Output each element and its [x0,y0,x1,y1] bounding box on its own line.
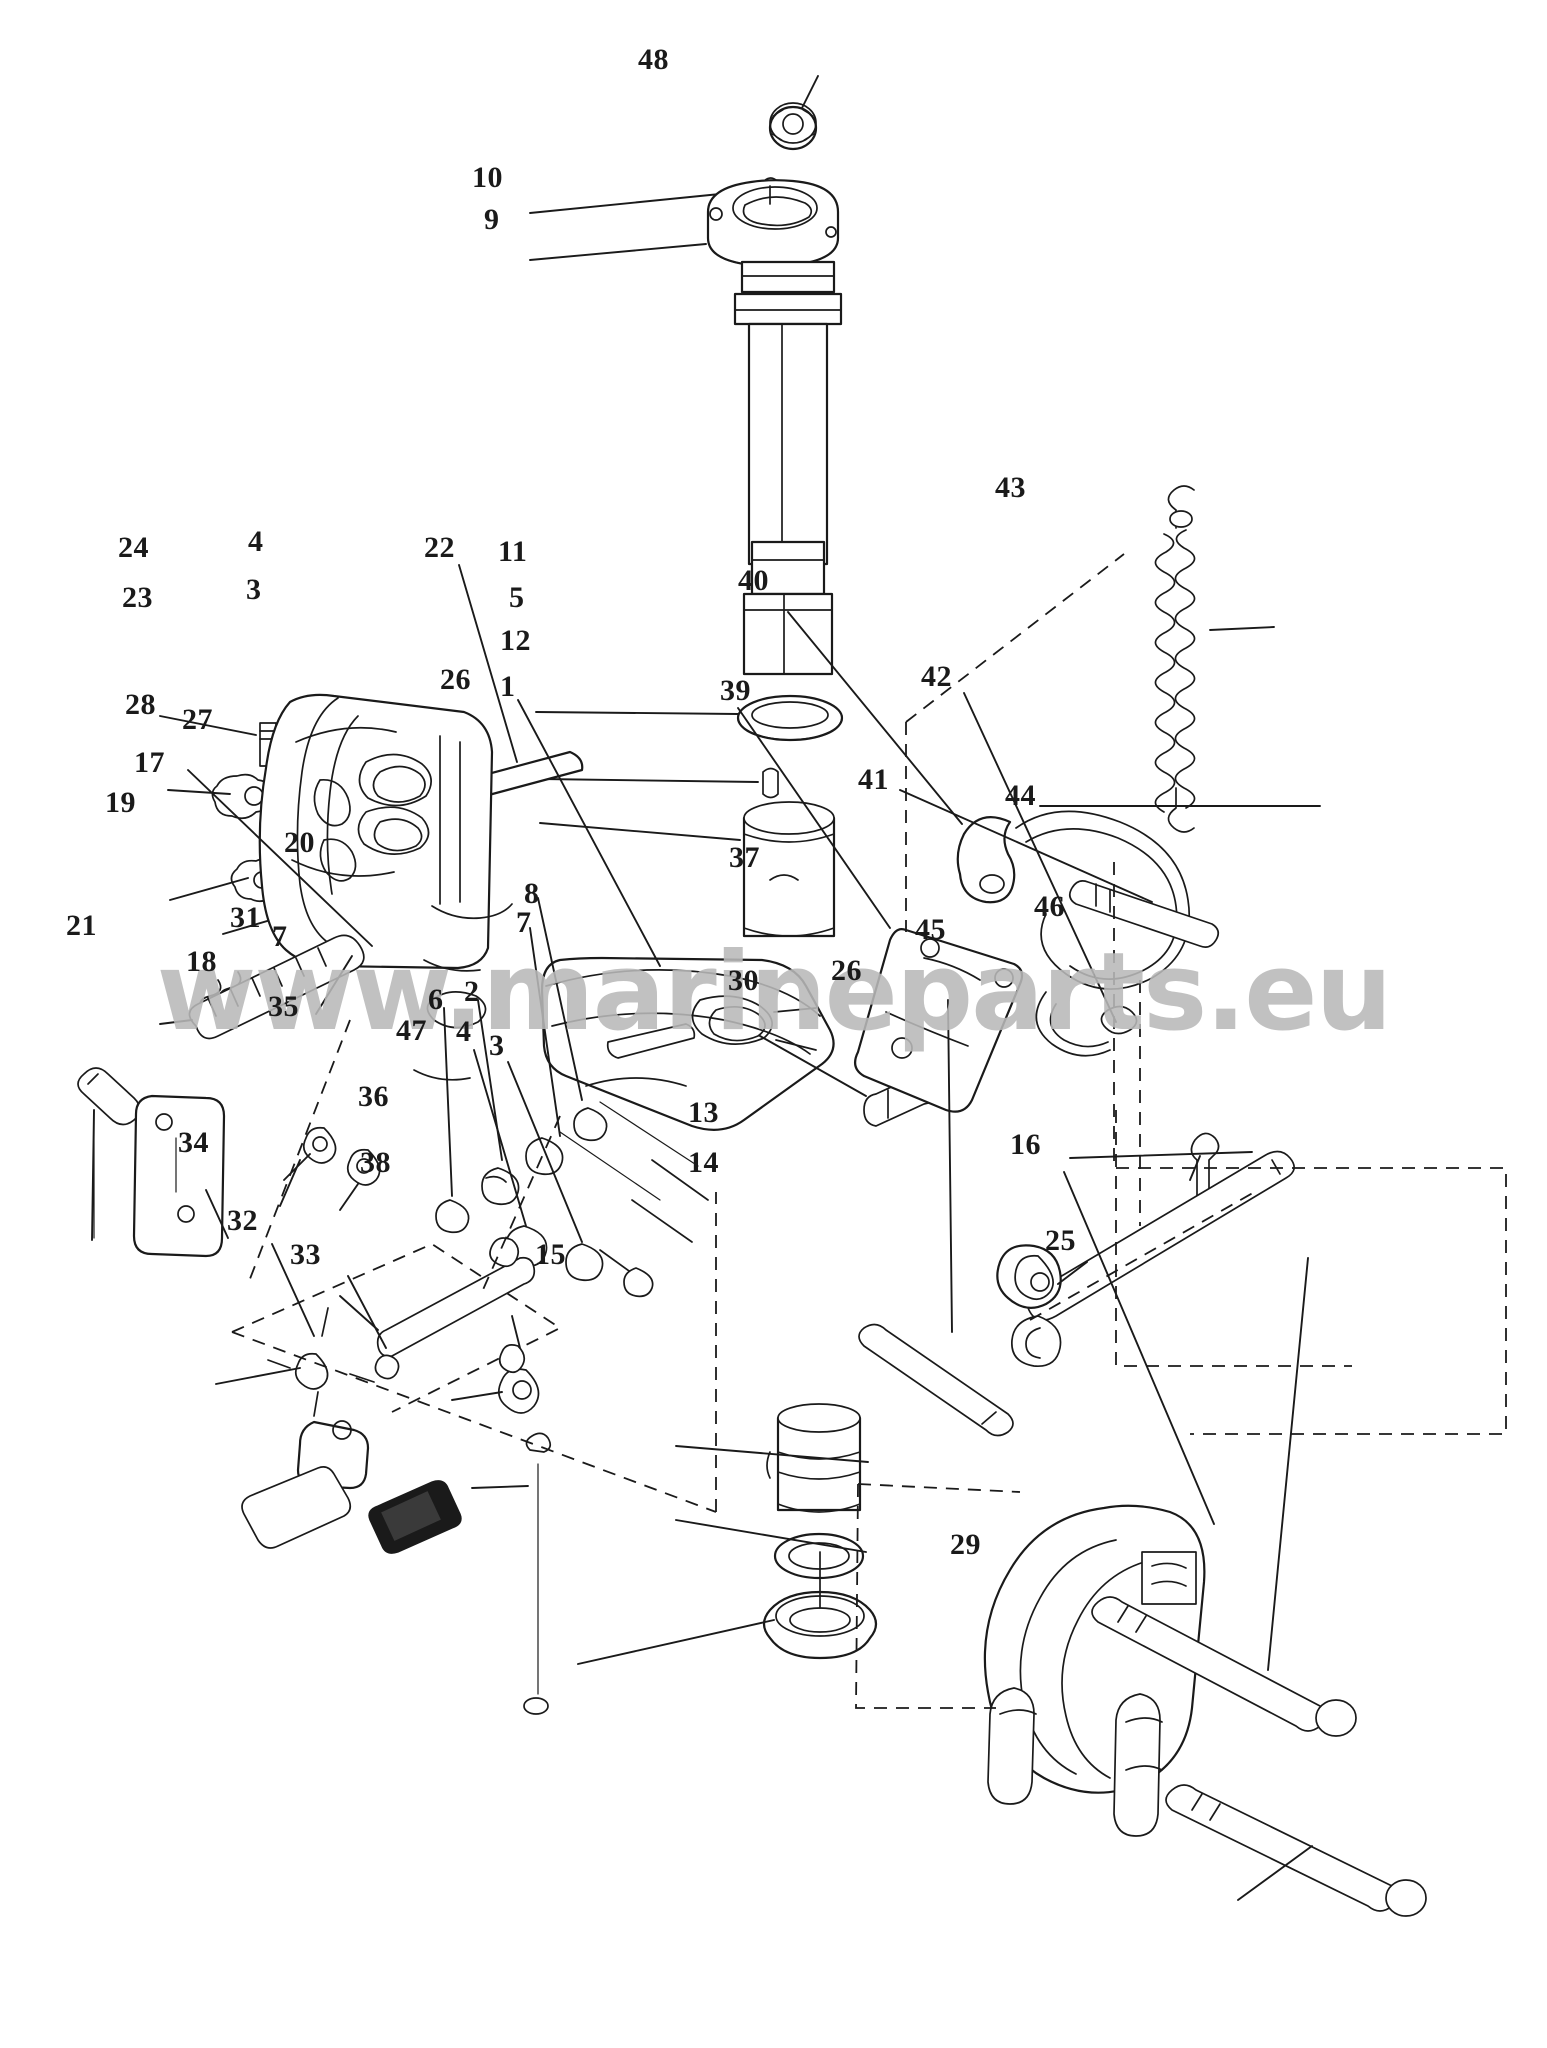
callout-45: 45 [915,913,946,946]
callout-38: 38 [360,1146,391,1179]
part-43-coil-spring [1154,485,1275,833]
callout-40: 40 [738,564,769,597]
callout-23: 23 [122,581,153,614]
callout-14: 14 [688,1146,719,1179]
part-25-clamp-screw [1091,1257,1357,1737]
callout-19: 19 [105,786,136,819]
callout-46: 46 [1034,890,1065,923]
callout-4: 4 [248,525,264,558]
callout-2: 2 [464,975,480,1008]
callout-9: 9 [484,203,500,236]
callout-20: 20 [284,826,315,859]
part-45-pin [1189,1132,1220,1210]
callout-4: 4 [456,1015,472,1048]
part-24-bolt [159,715,277,767]
assembly-guide-lines [231,553,1507,1709]
lower-fastener-cluster [435,897,709,1298]
callout-29: 29 [950,1528,981,1561]
part-46-rod [1011,1150,1295,1368]
callout-5: 5 [509,581,525,614]
part-30-rod [858,999,1014,1437]
part-32-33-pad [241,1159,462,1554]
callout-34: 34 [178,1126,209,1159]
callout-22: 22 [424,531,455,564]
callout-12: 12 [500,624,531,657]
callout-11: 11 [498,535,528,568]
part-36-47-fittings [451,1315,540,1414]
callout-8: 8 [524,877,540,910]
callout-25: 25 [1045,1224,1076,1257]
part-7-fitting-left [339,1148,381,1211]
part-9-collar [529,179,840,268]
part-41-44-bolt [899,789,1321,948]
part-5-pin [541,767,779,799]
callout-26: 26 [831,954,862,987]
callout-26: 26 [440,663,471,696]
part-21-pin [77,1067,141,1241]
callout-17: 17 [134,746,165,779]
callout-18: 18 [186,945,217,978]
callout-47: 47 [396,1014,427,1047]
part-29-clamp-screw [1165,1784,1427,1917]
callout-13: 13 [688,1096,719,1129]
callout-6: 6 [428,983,444,1016]
callout-7: 7 [272,920,288,953]
callout-1: 1 [500,670,516,703]
swivel-shaft-tube [733,260,843,676]
callout-3: 3 [246,573,262,606]
callout-35: 35 [268,990,299,1023]
part-23-fitting [167,767,274,820]
part-38-rod [471,1432,552,1715]
part-48-locknut [768,75,819,151]
callout-43: 43 [995,471,1026,504]
callout-37: 37 [729,841,760,874]
callout-15: 15 [535,1238,566,1271]
part-16-bracket [983,1171,1215,1837]
callout-41: 41 [858,763,889,796]
callout-36: 36 [358,1080,389,1113]
callout-30: 30 [728,964,759,997]
part-18-plate [132,1094,229,1258]
part-11-seal-ring [535,694,844,742]
callout-3: 3 [489,1029,505,1062]
callout-7: 7 [516,906,532,939]
callout-33: 33 [290,1238,321,1271]
callout-16: 16 [1010,1128,1041,1161]
part-39-bracket-plate [737,707,1024,1113]
callout-44: 44 [1005,779,1036,812]
part-40-42-hook-rod [787,611,1190,1057]
callout-32: 32 [227,1204,258,1237]
callout-39: 39 [720,674,751,707]
callout-10: 10 [472,161,503,194]
callout-42: 42 [921,660,952,693]
part-26-bushing-right [996,1244,1088,1309]
callout-48: 48 [638,43,669,76]
steering-arm-housing [517,699,835,1131]
callout-27: 27 [182,703,213,736]
part-15-nut [577,1551,878,1665]
part-13-bushing [675,1403,869,1513]
part-12-bushing [539,801,836,938]
callout-21: 21 [66,909,97,942]
part-14-seal-ring [675,1519,867,1580]
callout-28: 28 [125,688,156,721]
callout-31: 31 [230,901,261,934]
part-19-20-spring-screw [159,769,373,1040]
callout-24: 24 [118,531,149,564]
